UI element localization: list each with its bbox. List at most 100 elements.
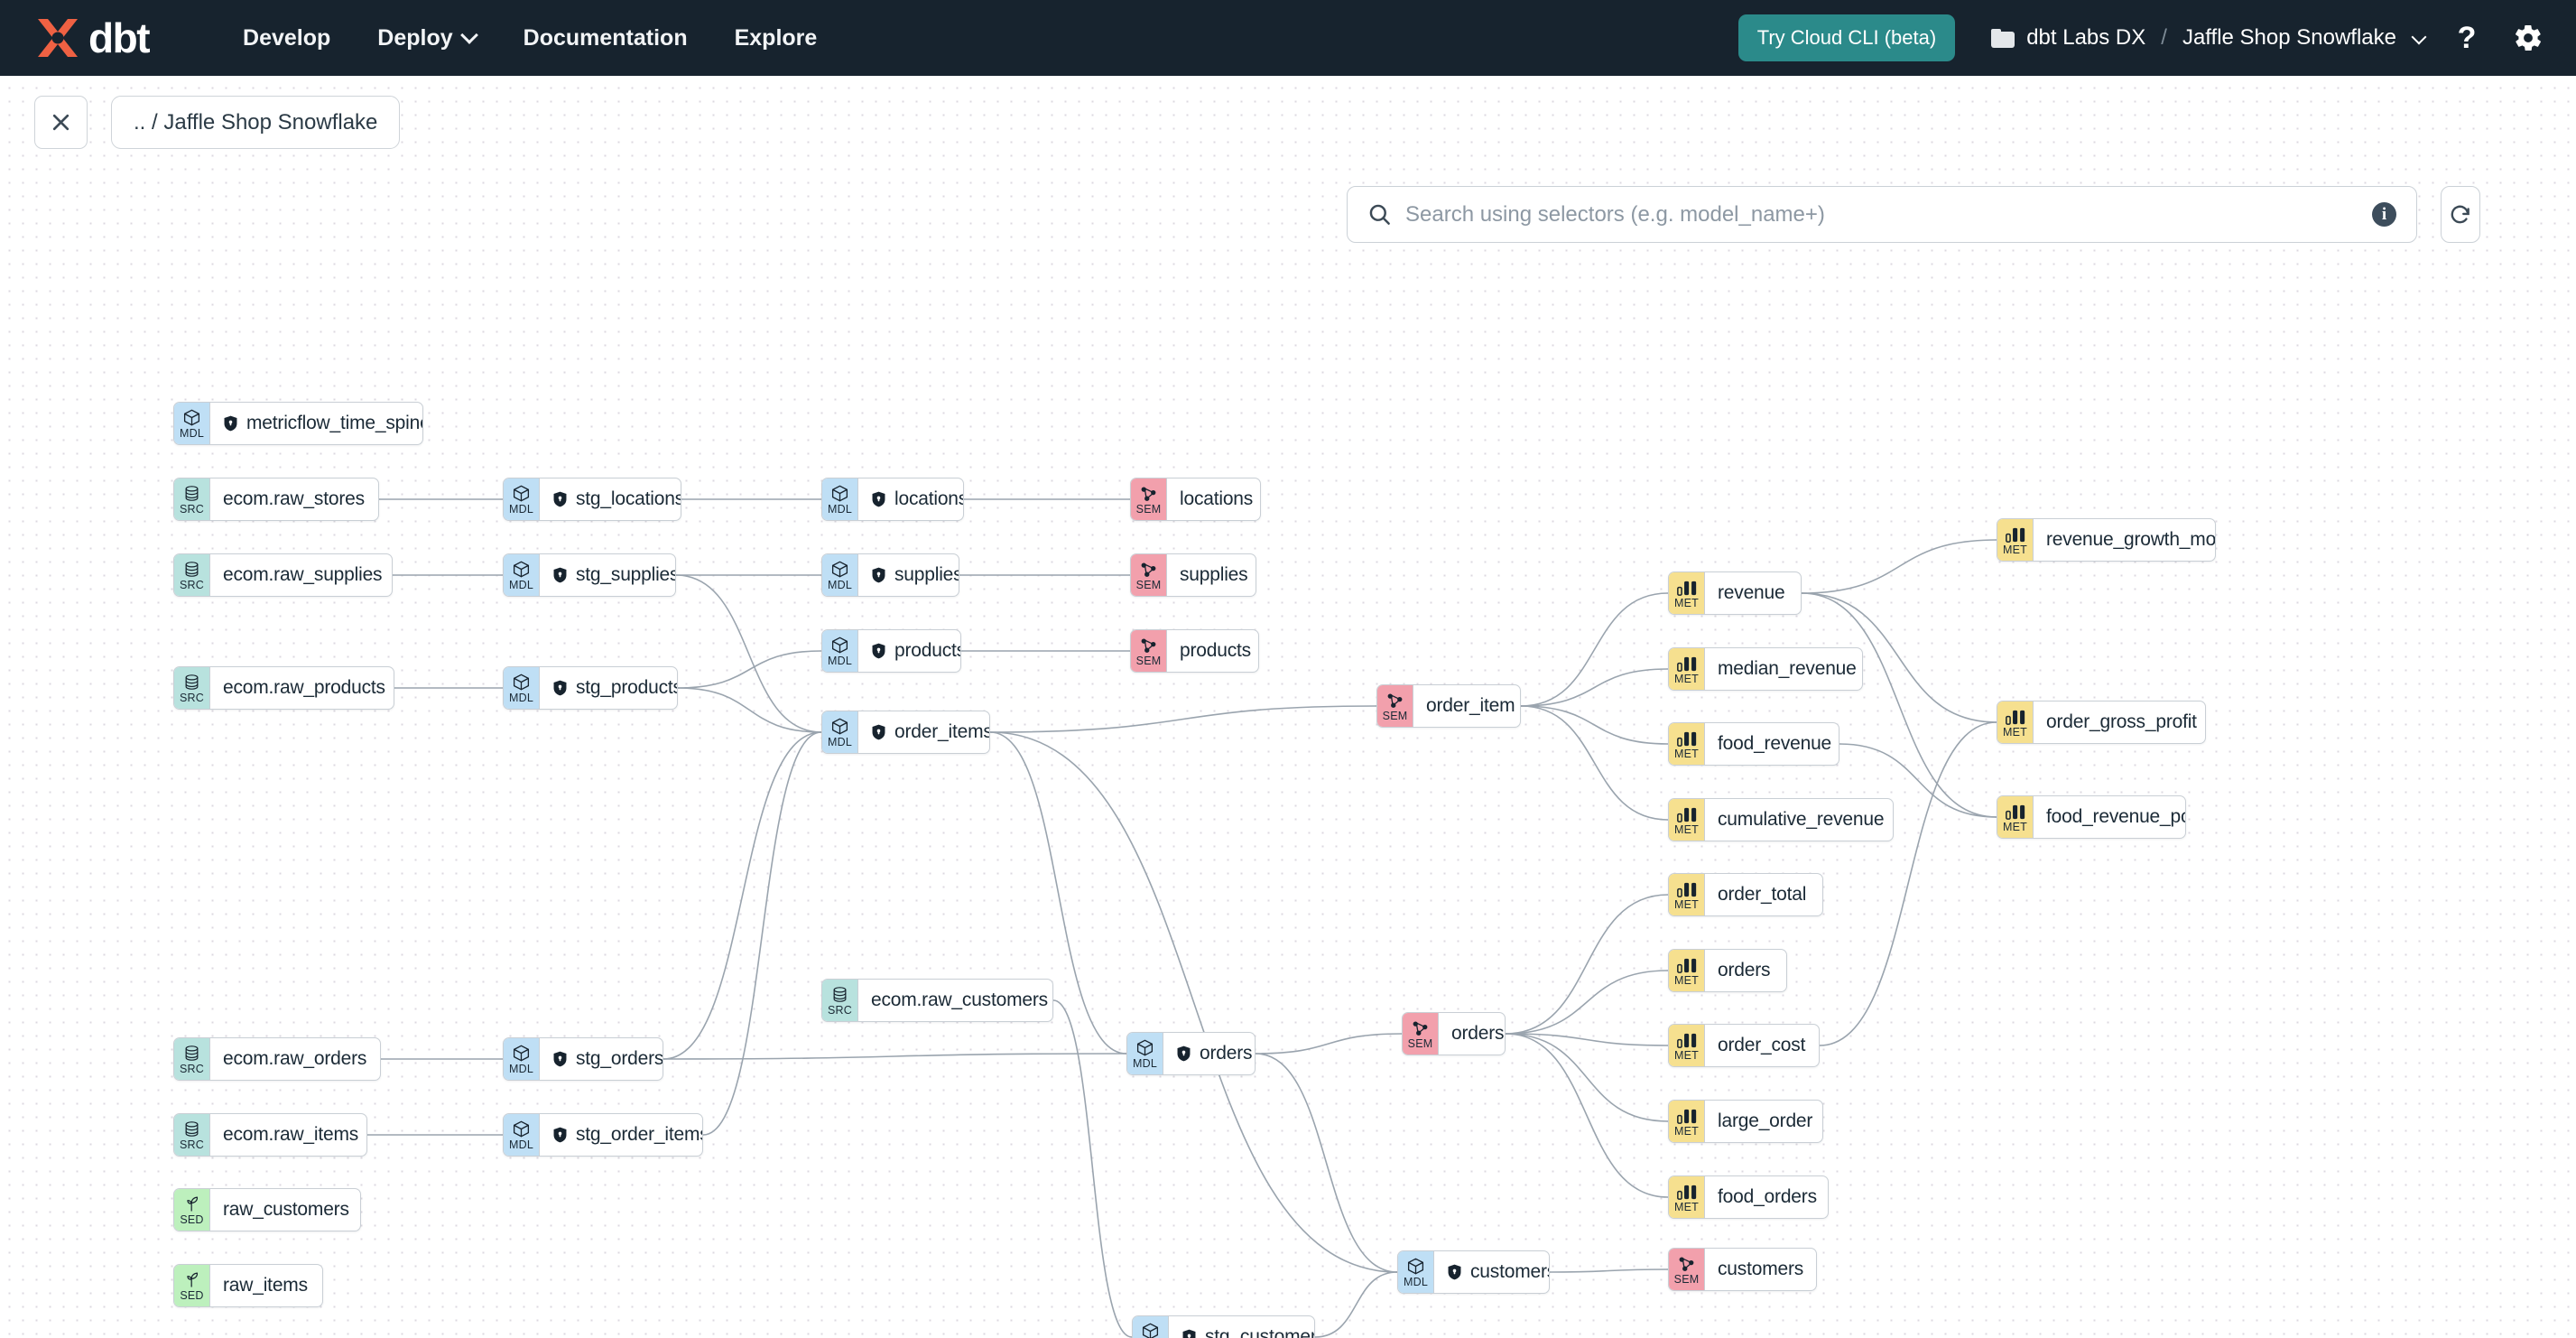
node-type-label: SEM	[1407, 1037, 1433, 1050]
graph-node-stg_locations[interactable]: MDL stg_locations	[503, 478, 681, 521]
node-type-label: MDL	[828, 503, 852, 516]
node-label: customers	[1718, 1259, 1804, 1279]
nav-link-explore-label: Explore	[734, 24, 818, 51]
project-breadcrumb-pill[interactable]: .. / Jaffle Shop Snowflake	[111, 96, 401, 149]
node-type-label: SED	[180, 1213, 204, 1226]
nav-link-deploy[interactable]: Deploy	[354, 18, 499, 59]
node-type-label: MET	[1674, 1125, 1699, 1138]
node-label: stg_supplies	[576, 564, 676, 585]
node-label: locations	[1180, 488, 1254, 509]
graph-node-raw_customers[interactable]: SED raw_customers	[173, 1188, 361, 1231]
chevron-down-icon[interactable]	[2414, 32, 2426, 44]
cube-icon	[1135, 1039, 1154, 1057]
node-label: stg_locations	[576, 488, 681, 509]
breadcrumb-account[interactable]: dbt Labs DX	[2026, 25, 2146, 50]
cube-icon	[512, 561, 531, 579]
lineage-edge	[677, 687, 822, 733]
node-body: order_total	[1705, 874, 1821, 915]
node-type-badge-mdl: MDL	[1398, 1251, 1434, 1293]
node-body: revenue	[1705, 572, 1800, 614]
node-body: revenue_growth_mom	[2034, 519, 2215, 561]
node-body: food_orders	[1705, 1176, 1828, 1218]
lineage-graph-canvas[interactable]: .. / Jaffle Shop Snowflake i MDLmetricfl…	[0, 76, 2576, 1338]
refresh-button[interactable]	[2441, 186, 2480, 243]
lineage-edge	[1052, 999, 1133, 1338]
node-label: stg_products	[576, 677, 678, 698]
node-type-badge-sem: SEM	[1131, 479, 1167, 520]
node-body: order_item	[1413, 685, 1520, 727]
bar-chart-icon	[2005, 803, 2025, 821]
node-type-label: MDL	[509, 503, 533, 516]
try-cloud-cli-button[interactable]: Try Cloud CLI (beta)	[1737, 14, 1956, 61]
chevron-down-icon	[463, 29, 477, 42]
node-label: order_item	[1426, 695, 1515, 716]
lineage-edge	[1801, 592, 1997, 818]
node-body: food_revenue	[1705, 723, 1839, 765]
nav-link-documentation[interactable]: Documentation	[500, 18, 711, 59]
node-body: ecom.raw_items	[210, 1114, 366, 1156]
dbt-logo[interactable]: dbt	[32, 15, 151, 60]
database-icon	[183, 1045, 200, 1063]
node-label: orders	[1718, 960, 1771, 980]
node-label: raw_customers	[223, 1199, 349, 1220]
bar-chart-icon	[1676, 729, 1697, 748]
node-type-badge-sed: SED	[174, 1265, 210, 1306]
nav-link-develop[interactable]: Develop	[219, 18, 354, 59]
node-type-label: SRC	[180, 692, 204, 704]
graph-node-sem_customers[interactable]: SEM customers	[1668, 1248, 1817, 1291]
lineage-edge	[1801, 539, 1997, 594]
top-navigation-bar: dbt Develop Deploy Documentation Explore…	[0, 0, 2576, 76]
settings-button[interactable]	[2507, 17, 2549, 59]
nav-link-explore[interactable]: Explore	[711, 18, 841, 59]
close-lineage-button[interactable]	[34, 96, 88, 149]
graph-node-sem_locations[interactable]: SEM locations	[1130, 478, 1261, 521]
search-input[interactable]	[1405, 201, 2372, 228]
bar-chart-icon	[2005, 708, 2025, 726]
breadcrumb[interactable]: dbt Labs DX / Jaffle Shop Snowflake	[1991, 25, 2426, 51]
node-label: ecom.raw_supplies	[223, 564, 383, 585]
search-box[interactable]: i	[1347, 186, 2417, 243]
info-icon[interactable]: i	[2372, 202, 2396, 227]
node-type-label: SEM	[1673, 1273, 1700, 1286]
database-icon	[183, 1120, 200, 1138]
breadcrumb-project[interactable]: Jaffle Shop Snowflake	[2182, 25, 2396, 50]
help-button[interactable]: ?	[2446, 17, 2488, 59]
node-body: raw_items	[210, 1265, 322, 1306]
node-body: metricflow_time_spine	[210, 403, 422, 444]
